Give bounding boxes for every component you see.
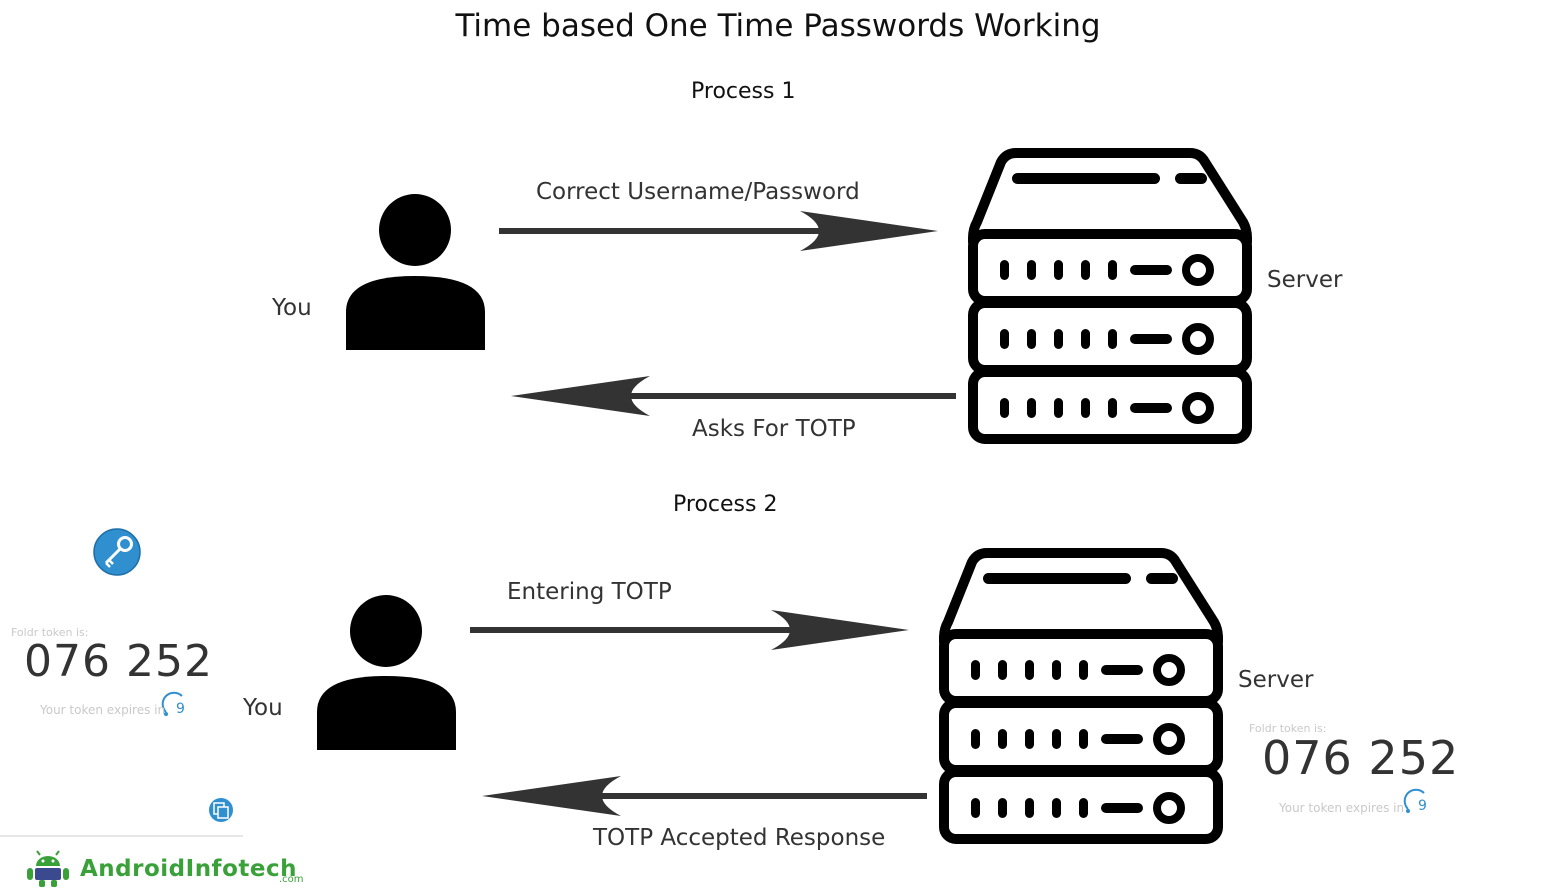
user-label: You [243,695,283,721]
panel-divider [0,835,243,837]
android-logo-icon [27,850,69,887]
token-caption: Foldr token is: [1249,722,1327,735]
process-1-heading: Process 1 [691,79,796,104]
token-code: 076 252 [24,636,213,687]
response-label: Asks For TOTP [692,416,856,442]
process-2-heading: Process 2 [673,492,778,517]
server-icon [973,153,1247,439]
token-expires-label: Your token expires in [40,703,166,717]
token-code: 076 252 [1262,731,1460,785]
token-countdown: 9 [1418,798,1427,814]
user-icon [317,595,456,750]
request-arrow [470,610,909,650]
response-arrow [511,376,956,416]
countdown-ring-icon [1403,788,1425,813]
response-label: TOTP Accepted Response [593,825,886,851]
token-expires-label: Your token expires in [1279,801,1405,815]
token-countdown: 9 [176,701,185,717]
server-label: Server [1238,667,1314,693]
diagram-title: Time based One Time Passwords Working [455,8,1101,44]
token-caption: Foldr token is: [11,626,89,639]
request-label: Entering TOTP [507,579,672,605]
server-label: Server [1267,267,1343,293]
key-icon[interactable] [93,528,141,576]
response-arrow [482,776,927,816]
countdown-ring-icon [161,691,183,716]
request-arrow [499,211,938,251]
server-icon [944,553,1218,839]
request-label: Correct Username/Password [536,179,860,205]
user-label: You [272,295,312,321]
user-icon [346,194,485,350]
watermark-logo-text: AndroidInfotech [80,856,297,882]
watermark-logo-suffix: .com [279,874,304,885]
copy-icon[interactable] [209,798,233,822]
